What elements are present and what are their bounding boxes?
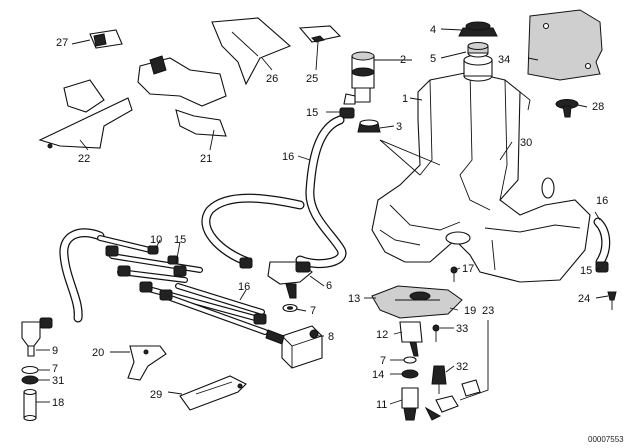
callout-14: 14 — [372, 369, 384, 381]
hose-bracket — [179, 375, 247, 411]
callout-23: 23 — [482, 305, 494, 317]
callout-28: 28 — [592, 101, 604, 113]
jet-washer — [21, 365, 39, 375]
callout-7a: 7 — [310, 305, 316, 317]
callout-16a: 16 — [282, 151, 294, 163]
callout-7b: 7 — [52, 363, 58, 375]
rubber-plug — [555, 99, 579, 118]
right-screw — [607, 291, 617, 310]
callout-22: 22 — [78, 153, 90, 165]
callout-2: 2 — [400, 54, 406, 66]
callout-27: 27 — [56, 37, 68, 49]
callout-24: 24 — [578, 293, 590, 305]
callout-labels: 1 2 3 4 5 6 7 8 9 10 11 12 13 14 15 15 1… — [52, 24, 624, 444]
callout-29: 29 — [150, 389, 162, 401]
hose-clamp — [339, 107, 355, 119]
cap-seal-ring — [467, 42, 489, 58]
right-hose — [593, 217, 611, 267]
sensor-grommet — [401, 369, 419, 379]
pump-grommet — [357, 119, 381, 133]
level-sensor-cover — [371, 285, 463, 319]
callout-30: 30 — [520, 137, 532, 149]
washer-hose-loop — [201, 193, 305, 267]
reservoir-cap — [458, 21, 498, 37]
callout-10: 10 — [150, 234, 162, 246]
callout-5: 5 — [430, 53, 436, 65]
pipe-holder — [89, 29, 123, 49]
pipe-bracket — [38, 79, 133, 149]
drain-fittings — [424, 379, 481, 421]
washer-hose — [295, 115, 347, 269]
callout-15c: 15 — [580, 265, 592, 277]
leader-lines — [36, 28, 609, 405]
washer-reservoir — [371, 54, 591, 283]
callout-18: 18 — [52, 397, 64, 409]
washer-pump — [343, 51, 375, 105]
right-clamp — [595, 261, 609, 273]
callout-25: 25 — [306, 73, 318, 85]
callout-11: 11 — [376, 399, 387, 411]
washer-ring — [282, 303, 298, 313]
callout-26: 26 — [266, 73, 278, 85]
callout-20: 20 — [92, 347, 104, 359]
callout-16c: 16 — [596, 195, 608, 207]
callout-9: 9 — [52, 345, 58, 357]
washer-jet — [21, 317, 53, 357]
callout-31: 31 — [52, 375, 64, 387]
level-sensor — [399, 321, 423, 357]
callout-34: 34 — [498, 54, 510, 66]
mounting-bracket — [127, 345, 167, 381]
callout-16b: 16 — [238, 281, 250, 293]
distribution-pipes — [97, 235, 268, 335]
callout-19: 19 — [464, 305, 476, 317]
insulation-pad — [527, 9, 603, 81]
pipe-clip — [173, 265, 187, 277]
callout-32: 32 — [456, 361, 468, 373]
jet-extension — [23, 388, 37, 422]
callout-1: 1 — [402, 93, 408, 105]
t-connector — [267, 261, 313, 299]
callout-7c: 7 — [380, 355, 386, 367]
callout-3: 3 — [396, 121, 402, 133]
jet-grommet — [21, 375, 39, 385]
callout-33: 33 — [456, 323, 468, 335]
callout-8: 8 — [328, 331, 334, 343]
sensor-washer — [403, 356, 417, 364]
screw — [432, 324, 440, 342]
callout-15b: 15 — [174, 234, 186, 246]
callout-6: 6 — [326, 280, 332, 292]
float-valve — [431, 365, 447, 394]
support-bracket — [211, 17, 292, 86]
callout-21: 21 — [200, 153, 212, 165]
sensor-housing — [401, 387, 419, 421]
hose-mount — [137, 55, 227, 137]
reference-code: 00007553 — [588, 435, 624, 444]
nozzle-supply-hose — [59, 228, 105, 323]
tank-screw — [450, 266, 458, 282]
callout-13: 13 — [348, 293, 360, 305]
callout-4: 4 — [430, 24, 436, 36]
check-valve — [265, 325, 323, 369]
callout-12: 12 — [376, 329, 388, 341]
callout-17: 17 — [462, 263, 474, 275]
callout-15a: 15 — [306, 107, 318, 119]
clip-holder — [298, 25, 342, 43]
